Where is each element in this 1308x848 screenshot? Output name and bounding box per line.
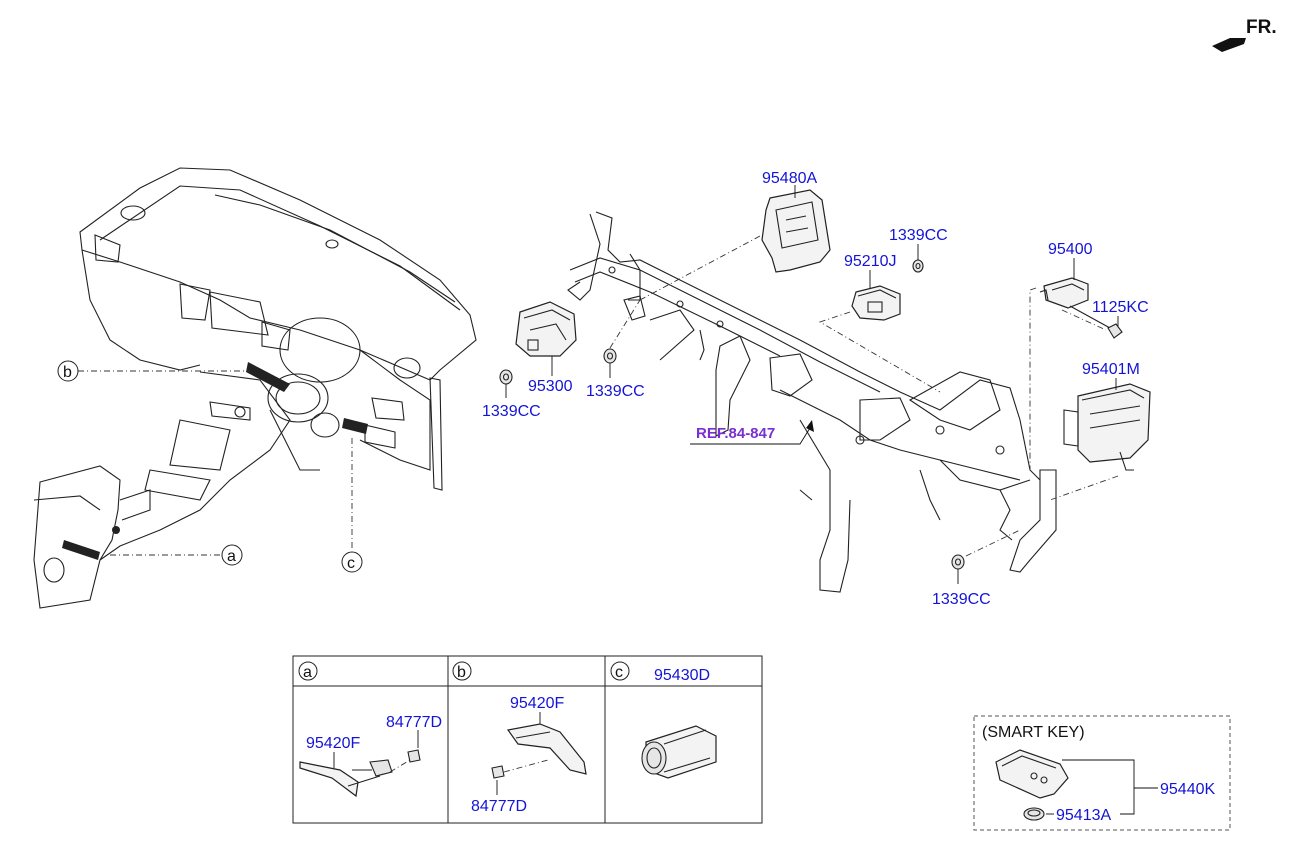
callout-c: c: [341, 551, 363, 573]
detail-table: [292, 655, 763, 824]
detail-b-part-1: 95420F: [510, 695, 564, 712]
reference-label: REF.84-847: [696, 425, 775, 442]
module-95210J: 95210J: [818, 253, 941, 393]
nut-1339CC-top: 1339CC: [889, 227, 948, 273]
module-95480A: 95480A: [639, 170, 831, 301]
front-arrow-icon: [1212, 38, 1246, 52]
smart-key-fob-icon: [995, 749, 1069, 799]
detail-c-part-1: 95430D: [654, 667, 710, 684]
callout-a: a: [221, 544, 243, 566]
detail-a-key: a: [303, 664, 312, 681]
coin-battery-icon: [1023, 807, 1045, 821]
smart-key-box: (SMART KEY) 95440K 95413A: [973, 715, 1231, 831]
detail-a-part-1: 95420F: [306, 735, 360, 752]
nut-1339CC-left: 1339CC: [482, 369, 541, 420]
dashboard-illustration: [33, 167, 477, 609]
detail-b-part-2: 84777D: [471, 798, 527, 815]
detail-b-key: b: [457, 664, 466, 681]
start-button-icon: [641, 725, 717, 779]
label-95300: 95300: [528, 378, 573, 395]
label-1339CC-bottom: 1339CC: [932, 591, 991, 608]
label-1339CC-left: 1339CC: [482, 403, 541, 420]
module-95300: 95300: [515, 301, 577, 395]
detail-panel-c: c 95430D: [610, 661, 717, 779]
dashboard-callouts: b a c: [57, 360, 363, 573]
smart-key-title: (SMART KEY): [982, 724, 1085, 741]
label-95210J: 95210J: [844, 253, 897, 270]
callout-c-label: c: [347, 555, 355, 572]
reference-84-847: REF.84-847: [690, 420, 814, 445]
detail-c-key: c: [615, 664, 623, 681]
callout-b-label: b: [63, 364, 72, 381]
bolt-1125KC: 1125KC: [1061, 299, 1149, 339]
front-label: FR.: [1246, 17, 1277, 38]
nut-1339CC-bottom: 1339CC: [932, 529, 1021, 608]
label-1125KC: 1125KC: [1092, 299, 1149, 316]
highlight-part-a: [62, 540, 100, 560]
label-1339CC-mid: 1339CC: [586, 383, 645, 400]
smart-key-part: 95440K: [1160, 781, 1215, 798]
label-95480A: 95480A: [762, 170, 817, 187]
nut-1339CC-mid: 1339CC: [586, 299, 645, 400]
label-95400: 95400: [1048, 241, 1093, 258]
callout-b: b: [57, 360, 79, 382]
callout-a-label: a: [227, 548, 236, 565]
module-95400: 95400: [1029, 241, 1093, 470]
highlight-part-b: [246, 362, 290, 392]
module-95401M: 95401M: [1049, 361, 1151, 501]
highlight-part-c: [342, 418, 368, 434]
detail-panel-a: a 95420F 84777D: [298, 661, 442, 798]
detail-a-part-2: 84777D: [386, 714, 442, 731]
label-1339CC-top: 1339CC: [889, 227, 948, 244]
battery-part: 95413A: [1056, 807, 1111, 824]
cowl-crossbar-illustration: [567, 211, 1057, 593]
label-95401M: 95401M: [1082, 361, 1140, 378]
detail-panel-b: b 95420F 84777D: [452, 661, 587, 815]
front-direction-indicator: FR.: [1212, 17, 1277, 52]
